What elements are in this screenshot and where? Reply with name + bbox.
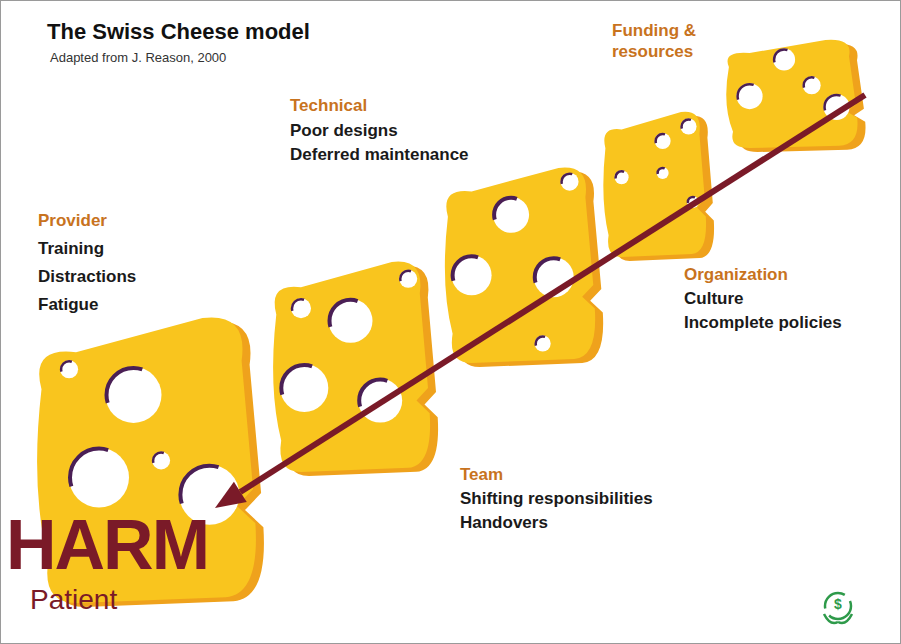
- logo-ring: [825, 593, 851, 619]
- hole-rim: [616, 171, 628, 183]
- cheese-hole: [657, 167, 669, 179]
- factor-item: Fatigue: [38, 294, 98, 315]
- hole-fill: [452, 255, 492, 295]
- factor-item: Training: [38, 238, 104, 259]
- cheese-hole: [561, 173, 579, 191]
- hole-fill: [69, 448, 129, 508]
- hole-rim: [70, 449, 128, 507]
- cheese-hole: [737, 83, 763, 109]
- factor-item: Distractions: [38, 266, 136, 287]
- factor-item: Poor designs: [290, 120, 398, 141]
- hole-rim: [658, 168, 668, 178]
- hole-fill: [655, 133, 671, 149]
- logo-hands: [824, 614, 852, 623]
- title: The Swiss Cheese model: [47, 18, 310, 46]
- hole-rim: [330, 300, 372, 342]
- harm-label: HARM: [6, 510, 208, 580]
- hole-fill: [657, 167, 669, 179]
- hole-rim: [61, 361, 77, 377]
- hole-fill: [280, 364, 328, 412]
- cheese-hole: [535, 336, 551, 352]
- slice-face: [726, 40, 857, 148]
- category-heading: Provider: [38, 210, 107, 231]
- factor-item: Deferred maintenance: [290, 144, 469, 165]
- category-heading: Team: [460, 464, 503, 485]
- subtitle: Adapted from J. Reason, 2000: [50, 50, 226, 66]
- hole-fill: [152, 452, 170, 470]
- hole-fill: [615, 170, 629, 184]
- factor-item: Shifting responsibilities: [460, 488, 653, 509]
- hole-rim: [292, 299, 310, 317]
- hole-rim: [804, 77, 820, 93]
- logo-symbol: $: [830, 597, 846, 611]
- arrow-shaft: [240, 95, 865, 492]
- hole-rim: [281, 365, 327, 411]
- hole-rim: [656, 134, 670, 148]
- hole-rim: [774, 49, 794, 69]
- hole-fill: [291, 298, 311, 318]
- hole-rim: [562, 174, 578, 190]
- hole-fill: [399, 270, 417, 288]
- hole-fill: [737, 83, 763, 109]
- hole-fill: [106, 367, 162, 423]
- hole-rim: [153, 453, 169, 469]
- cheese-slice: [603, 112, 714, 261]
- cheese-slice: [273, 262, 438, 476]
- hazard-arrow: [215, 95, 865, 508]
- cheese-hole: [152, 452, 170, 470]
- cheese-slice: [445, 168, 603, 367]
- hole-rim: [400, 271, 416, 287]
- hole-rim: [453, 256, 491, 294]
- logo-symbol: [824, 593, 852, 623]
- hole-fill: [535, 336, 551, 352]
- cheese-hole: [803, 76, 821, 94]
- cheese-hole: [69, 448, 129, 508]
- cheese-hole: [106, 367, 162, 423]
- category-heading: Funding & resources: [612, 20, 712, 63]
- cheese-slice: [726, 40, 865, 152]
- hole-fill: [681, 119, 697, 135]
- hole-fill: [773, 48, 795, 70]
- factor-item: Incomplete policies: [684, 312, 842, 333]
- hole-fill: [561, 173, 579, 191]
- hole-rim: [107, 368, 161, 422]
- slice-face: [273, 262, 430, 472]
- cheese-hole: [280, 364, 328, 412]
- category-heading: Technical: [290, 95, 367, 116]
- arrow-head: [215, 482, 247, 508]
- hole-rim: [536, 337, 550, 351]
- hole-rim: [682, 120, 696, 134]
- cheese-hole: [773, 48, 795, 70]
- hole-fill: [329, 299, 373, 343]
- cheese-hole: [399, 270, 417, 288]
- slice-face: [603, 112, 706, 257]
- cheese-hole: [681, 119, 697, 135]
- hole-fill: [493, 197, 529, 233]
- cheese-hole: [493, 197, 529, 233]
- cheese-hole: [60, 360, 78, 378]
- hole-fill: [60, 360, 78, 378]
- cheese-hole: [291, 298, 311, 318]
- cheese-hole: [452, 255, 492, 295]
- category-heading: Organization: [684, 264, 788, 285]
- hole-fill: [803, 76, 821, 94]
- factor-item: Culture: [684, 288, 744, 309]
- hole-rim: [738, 84, 762, 108]
- slice-face: [445, 168, 595, 363]
- cheese-hole: [615, 170, 629, 184]
- factor-item: Handovers: [460, 512, 548, 533]
- cheese-hole: [655, 133, 671, 149]
- patient-label: Patient: [30, 586, 117, 614]
- hole-rim: [494, 198, 528, 232]
- cheese-hole: [329, 299, 373, 343]
